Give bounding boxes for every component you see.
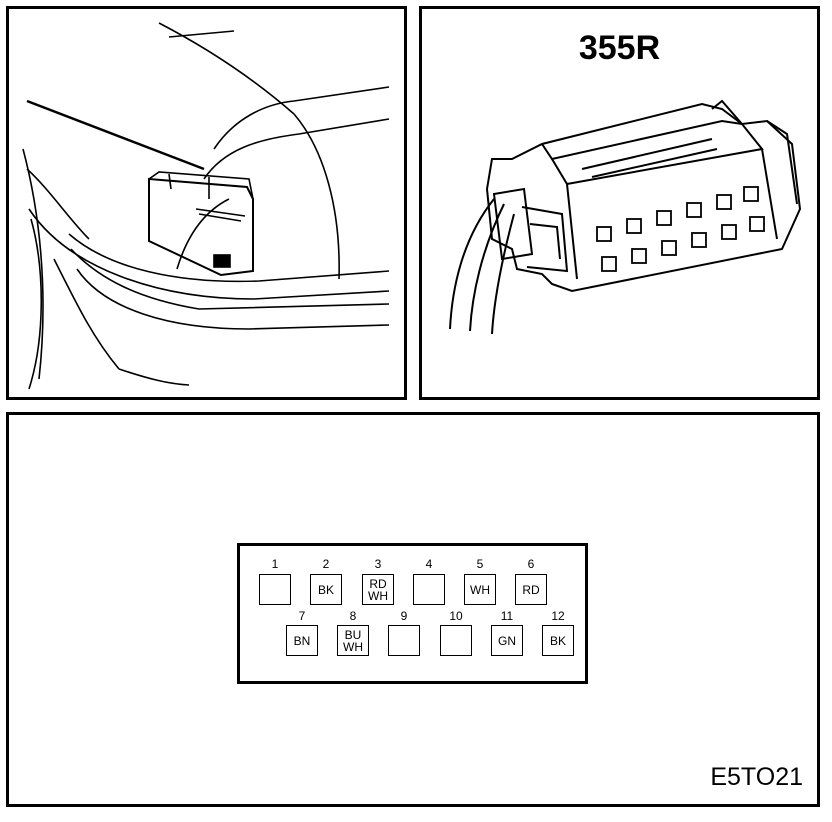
- connector-panel: 355R: [419, 6, 820, 400]
- pin-number: 3: [374, 557, 382, 571]
- car-location-panel: [6, 6, 407, 400]
- pin-number: 7: [298, 609, 306, 623]
- wire-color: WH: [470, 582, 490, 597]
- connector-title: 355R: [578, 29, 661, 67]
- pin-number: 10: [449, 609, 463, 623]
- figure-code: E5TO21: [710, 763, 803, 791]
- wire-color: RD: [369, 576, 387, 591]
- pin-cavity: [259, 574, 291, 605]
- pin-number: 4: [425, 557, 433, 571]
- wire-color: BK: [317, 582, 334, 597]
- pin-cavity: BK: [542, 625, 574, 656]
- pin-number: 2: [322, 557, 330, 571]
- wire-color: RD: [522, 582, 540, 597]
- pin-number: 11: [500, 609, 514, 623]
- wire-color: GN: [498, 633, 516, 648]
- car-rear-corner-drawing: [22, 22, 390, 390]
- pin-cavity: RD: [515, 574, 547, 605]
- connector-drawing: [449, 99, 802, 335]
- pin-cavity: BN: [286, 625, 318, 656]
- pin-cavity: [413, 574, 445, 605]
- pin-cavity: WH: [464, 574, 496, 605]
- pin-number: 12: [551, 609, 565, 623]
- pin-number: 1: [271, 557, 279, 571]
- pin-number: 6: [527, 557, 535, 571]
- pin-cavity: GN: [491, 625, 523, 656]
- pinout-panel: 1 2 BK 3 RD WH 4 5 WH 6: [6, 412, 820, 807]
- wire-color: BN: [293, 633, 311, 648]
- pin-number: 9: [400, 609, 408, 623]
- wire-color: BK: [549, 633, 566, 648]
- pin-cavity: RD WH: [362, 574, 394, 605]
- wire-color: WH: [368, 588, 388, 603]
- pin-cavity: BK: [310, 574, 342, 605]
- pin-cavity: BU WH: [337, 625, 369, 656]
- wire-color: BU: [344, 627, 362, 642]
- pin-cavity: [388, 625, 420, 656]
- pin-number: 5: [476, 557, 484, 571]
- wire-color: WH: [343, 639, 363, 654]
- connector-face-frame: 1 2 BK 3 RD WH 4 5 WH 6: [237, 543, 588, 684]
- pin-cavity: [440, 625, 472, 656]
- pin-number: 8: [349, 609, 357, 623]
